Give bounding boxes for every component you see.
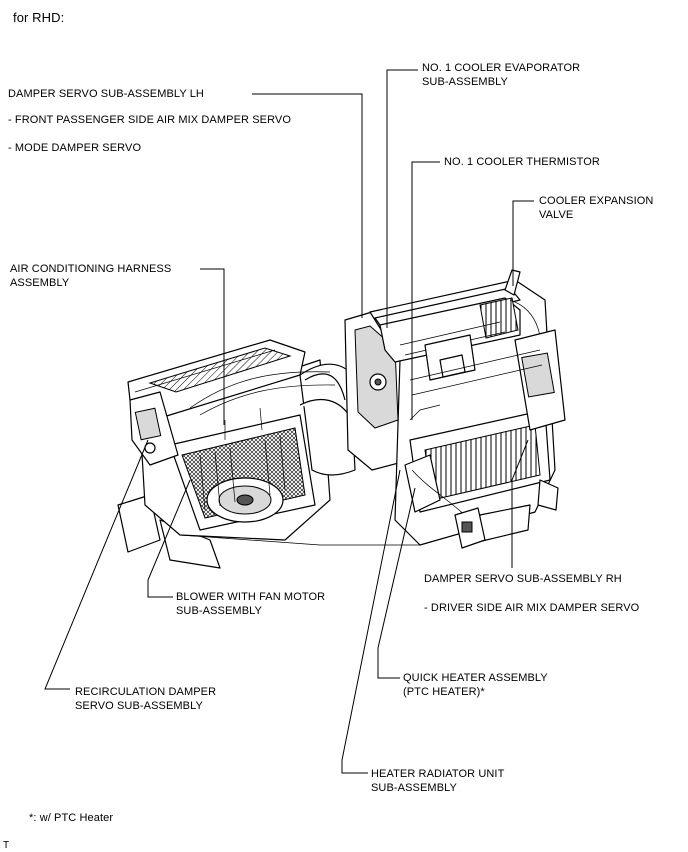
label-thermistor: NO. 1 COOLER THERMISTOR <box>444 156 600 168</box>
hvac-unit-body <box>117 269 566 569</box>
label-heater-radiator-line2: SUB-ASSEMBLY <box>371 782 457 794</box>
label-damper-servo-lh-item2: - MODE DAMPER SERVO <box>8 142 142 154</box>
leader-expansion-valve <box>512 200 534 286</box>
leader-thermistor <box>411 161 440 420</box>
label-recirculation-line1: RECIRCULATION DAMPER <box>75 686 217 698</box>
label-quick-heater-line1: QUICK HEATER ASSEMBLY <box>403 672 548 684</box>
leader-lines <box>44 69 534 774</box>
leader-recirculation-servo <box>44 439 149 690</box>
leader-heater-radiator <box>341 469 401 774</box>
label-damper-servo-rh-item1: - DRIVER SIDE AIR MIX DAMPER SERVO <box>424 602 640 614</box>
label-evaporator-line1: NO. 1 COOLER EVAPORATOR <box>422 62 581 74</box>
label-heater-radiator-line1: HEATER RADIATOR UNIT <box>371 768 505 780</box>
label-recirculation-line2: SERVO SUB-ASSEMBLY <box>75 700 203 712</box>
corner-mark: T <box>3 840 10 851</box>
leader-damper-servo-rh <box>511 439 529 568</box>
label-expansion-valve-line1: COOLER EXPANSION <box>539 195 654 207</box>
label-harness-line2: ASSEMBLY <box>10 277 70 289</box>
leader-harness <box>200 268 225 425</box>
label-damper-servo-rh: DAMPER SERVO SUB-ASSEMBLY RH <box>424 573 622 585</box>
footnote: *: w/ PTC Heater <box>29 812 114 824</box>
label-quick-heater-line2: (PTC HEATER)* <box>403 686 485 698</box>
label-expansion-valve-line2: VALVE <box>539 209 574 221</box>
label-damper-servo-lh-item1: - FRONT PASSENGER SIDE AIR MIX DAMPER SE… <box>8 114 292 126</box>
label-blower-line1: BLOWER WITH FAN MOTOR <box>176 591 326 603</box>
leader-quick-heater <box>377 487 416 679</box>
leader-blower <box>147 479 191 598</box>
leader-damper-servo-lh <box>252 93 363 318</box>
label-blower-line2: SUB-ASSEMBLY <box>176 605 262 617</box>
label-damper-servo-lh: DAMPER SERVO SUB-ASSEMBLY LH <box>8 88 204 100</box>
header-title: for RHD: <box>13 10 65 25</box>
label-evaporator-line2: SUB-ASSEMBLY <box>422 76 508 88</box>
leader-evaporator <box>386 69 418 328</box>
label-harness-line1: AIR CONDITIONING HARNESS <box>10 263 172 275</box>
